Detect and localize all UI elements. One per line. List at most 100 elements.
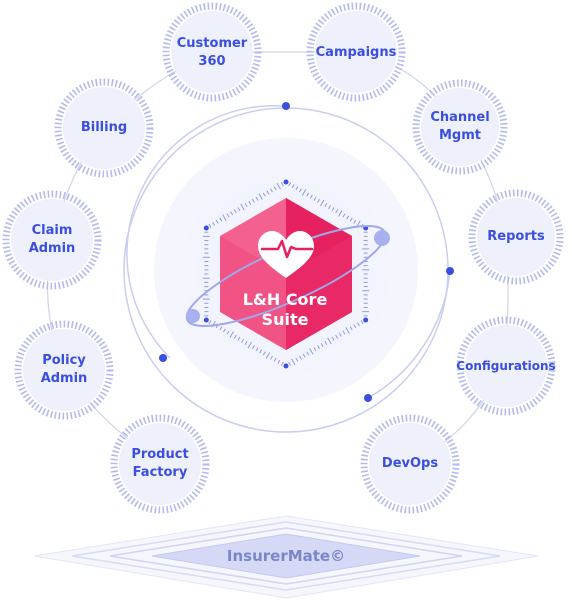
- hex-tick: [335, 209, 339, 214]
- hex-tick: [237, 207, 241, 212]
- hex-tick: [302, 353, 306, 358]
- hex-tick: [266, 190, 270, 195]
- hex-tick: [273, 357, 277, 362]
- orbit-dot: [446, 267, 454, 275]
- hex-tick: [280, 182, 284, 187]
- hex-corner-marker: [203, 317, 209, 323]
- module-label-line1: DevOps: [381, 456, 439, 471]
- module-devops[interactable]: DevOps: [360, 419, 460, 509]
- hex-tick: [324, 341, 328, 345]
- hex-tick: [313, 196, 317, 201]
- hex-tick: [262, 192, 266, 197]
- hex-tick: [338, 332, 342, 337]
- hex-tick: [219, 217, 223, 222]
- hex-tick: [255, 196, 259, 201]
- hex-tick: [295, 186, 299, 191]
- hex-tick: [306, 351, 310, 356]
- module-label-line1: Claim: [31, 223, 73, 238]
- hex-tick: [349, 326, 353, 331]
- hex-corner-marker: [363, 317, 369, 323]
- platform-base: [33, 515, 539, 599]
- module-reports[interactable]: Reports: [466, 192, 566, 282]
- hex-tick: [244, 203, 248, 207]
- module-label-line2: Factory: [132, 465, 188, 480]
- bubble-fill: [63, 87, 145, 169]
- module-customer-360[interactable]: Customer 360: [162, 8, 262, 98]
- hex-tick: [237, 336, 241, 341]
- hex-tick: [291, 358, 296, 366]
- hex-tick: [301, 189, 307, 196]
- bubble-fill: [23, 329, 105, 411]
- hex-tick: [277, 359, 281, 364]
- hex-tick: [233, 334, 237, 339]
- module-configurations[interactable]: Configurations: [452, 321, 560, 411]
- hex-tick: [299, 355, 302, 360]
- hexagon-tick-frame: [202, 179, 370, 369]
- bubble-fill: [421, 88, 499, 166]
- hex-tick: [309, 194, 313, 199]
- hex-tick: [331, 336, 335, 341]
- bubble-ring: [2, 190, 102, 290]
- hex-tick: [313, 347, 317, 352]
- module-label-line1: Policy: [42, 353, 86, 368]
- hex-tick: [356, 322, 360, 327]
- core-suite-label: L&H Core Suite: [200, 290, 370, 330]
- hex-tick: [270, 188, 273, 193]
- module-billing[interactable]: Billing: [54, 83, 154, 173]
- hex-tick: [273, 186, 277, 191]
- hex-tick: [288, 361, 292, 366]
- hex-tick: [327, 337, 332, 345]
- module-label-line1: Campaigns: [315, 45, 397, 60]
- module-campaigns[interactable]: Campaigns: [306, 8, 406, 98]
- hex-tick: [222, 214, 227, 221]
- hex-tick: [346, 215, 349, 220]
- hex-tick: [306, 192, 310, 197]
- hex-tick: [208, 320, 212, 325]
- hex-tick: [342, 213, 346, 218]
- hex-tick: [320, 343, 324, 348]
- module-label-line1: Reports: [487, 229, 545, 244]
- hex-tick: [335, 334, 339, 339]
- hex-tick: [320, 199, 325, 207]
- bubble-fill: [11, 199, 93, 281]
- hex-tick: [309, 348, 314, 355]
- module-label-line1: Billing: [80, 120, 128, 135]
- bubble-ring: [412, 79, 508, 175]
- hex-tick: [295, 357, 299, 362]
- hex-tick: [259, 349, 263, 354]
- module-label-line1: Configurations: [456, 359, 556, 373]
- hex-tick: [342, 330, 346, 335]
- hex-tick: [353, 219, 357, 224]
- module-label-line1: Customer 360: [176, 36, 248, 69]
- hex-tick: [328, 205, 331, 210]
- hex-tick: [338, 210, 343, 217]
- hex-tick: [248, 200, 252, 205]
- hex-tick: [241, 338, 244, 343]
- core-label-line1: L&H Core: [242, 290, 328, 309]
- bubble-fill: [171, 11, 253, 93]
- bubble-fill: [465, 325, 547, 407]
- bubble-ring: [110, 414, 210, 514]
- module-bubbles: [2, 2, 564, 514]
- hex-tick: [270, 355, 273, 360]
- module-label-line1: Channel: [430, 110, 490, 125]
- hex-tick: [317, 345, 321, 350]
- module-label-line2: Mgmt: [438, 128, 481, 143]
- hex-tick: [251, 345, 255, 350]
- bubble-fill: [369, 423, 451, 505]
- bubble-ring: [468, 189, 564, 285]
- hex-tick: [212, 221, 216, 226]
- hex-tick: [353, 324, 357, 329]
- hex-tick: [280, 361, 284, 366]
- bubble-ring: [54, 78, 154, 178]
- hex-tick: [240, 203, 245, 211]
- hex-tick: [229, 331, 234, 338]
- hex-tick: [244, 341, 248, 345]
- bubble-fill: [119, 423, 201, 505]
- hex-tick: [317, 198, 321, 203]
